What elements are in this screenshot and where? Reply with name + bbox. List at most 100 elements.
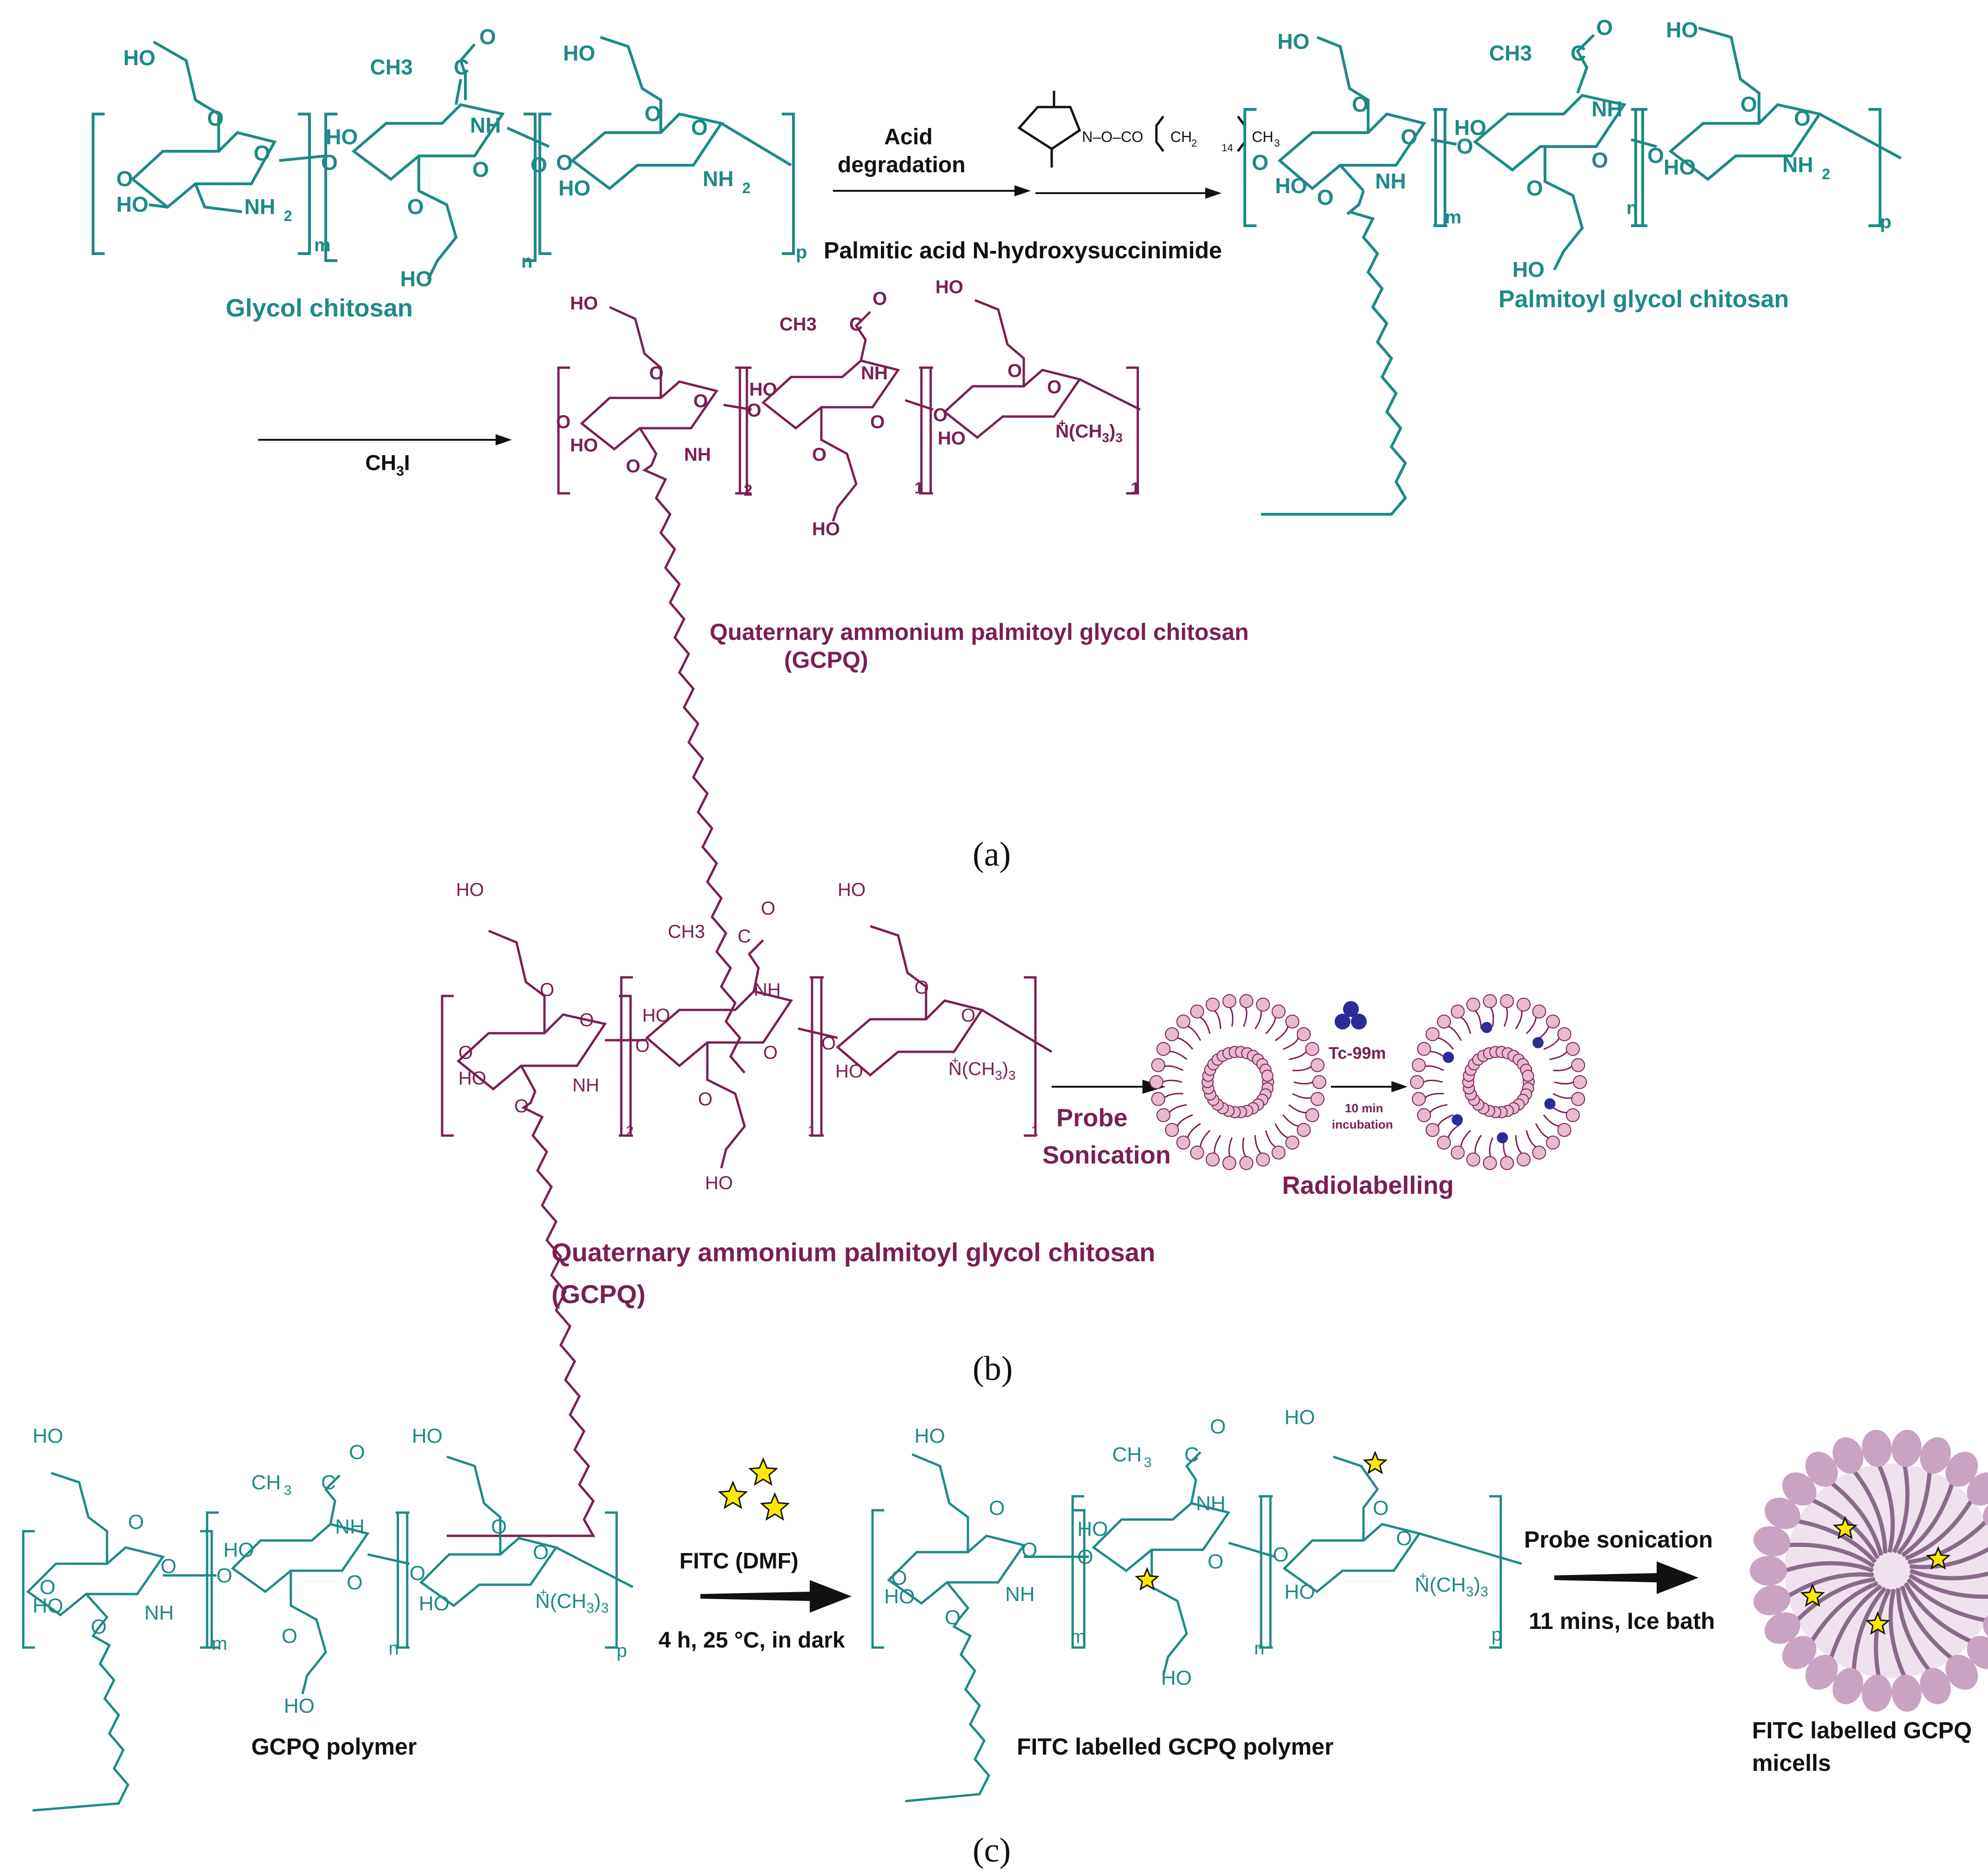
- atom-o: O: [1273, 1543, 1289, 1566]
- atom-ho: HO: [914, 1425, 945, 1447]
- fitc-star: [1135, 1567, 1160, 1591]
- lipid-head: [1305, 1042, 1319, 1056]
- atom-o: O: [693, 391, 708, 411]
- micelle-tail: [1829, 1584, 1882, 1660]
- lipid-head: [1557, 1123, 1572, 1137]
- fitc-star: [1833, 1516, 1858, 1540]
- lipid-tail: [1553, 1066, 1572, 1071]
- fitc-stars-attached: [1135, 1451, 1388, 1591]
- micelle-head: [1920, 1437, 1951, 1474]
- lipid-head: [1425, 1027, 1440, 1042]
- lipid-head: [1190, 1145, 1204, 1160]
- atom-ch3: CH: [1112, 1443, 1142, 1466]
- fitc-gcpq-atom-labels: HO O O O HO NH O m O CH 3 C O NH HO O HO…: [884, 1406, 1502, 1689]
- lipid-head: [1271, 1004, 1286, 1019]
- micelle-head: [1764, 1497, 1800, 1529]
- glycol-chitosan-label: Glycol chitosan: [226, 294, 413, 322]
- atom-ho: HO: [33, 1425, 63, 1447]
- micelle-label-line1: FITC labelled GCPQ: [1752, 1717, 1972, 1743]
- lipid-head: [1156, 1108, 1171, 1123]
- atom-o: O: [472, 157, 489, 182]
- atom-ho: HO: [1664, 155, 1696, 179]
- micelle-tail: [1787, 1572, 1874, 1598]
- atom-o: O: [40, 1576, 55, 1599]
- liposome-radiolabelled: [1410, 994, 1587, 1170]
- atom-sub: 2: [1822, 166, 1830, 182]
- lipid-tail: [1288, 1104, 1307, 1113]
- micelle-tail: [1784, 1561, 1874, 1573]
- lipid-head: [1483, 994, 1497, 1008]
- lipid-head: [1425, 1123, 1440, 1137]
- atom-o: O: [1208, 1550, 1223, 1573]
- fitc-stars: [718, 1457, 790, 1521]
- lipid-head: [1190, 1004, 1204, 1019]
- lipid-tail: [1265, 1130, 1276, 1148]
- atom-o: O: [1647, 143, 1664, 168]
- micelle-head: [1967, 1635, 1988, 1669]
- lipid-tail: [1475, 1010, 1482, 1029]
- glycol-chitosan-structure: [92, 36, 795, 280]
- atom-nh2: NH: [1782, 153, 1813, 177]
- lipid-head: [1256, 1152, 1270, 1167]
- atom-ho: HO: [812, 519, 840, 539]
- micelle-tail: [1795, 1577, 1876, 1622]
- lipid-head: [1451, 1004, 1465, 1019]
- micelle-head: [1832, 1668, 1864, 1704]
- atom-ho: HO: [570, 293, 598, 314]
- gcpq-structure-b: [441, 925, 1053, 1537]
- atom-o: O: [933, 405, 947, 425]
- atom-ho: HO: [642, 1005, 670, 1026]
- probe-label: Probe: [1056, 1104, 1128, 1132]
- micelle-tail: [1896, 1470, 1932, 1555]
- lipid-head: [1532, 1145, 1546, 1160]
- lipid-head: [1500, 994, 1514, 1008]
- lipid-head: [1156, 1042, 1171, 1056]
- arrow-head: [1014, 185, 1031, 196]
- atom-ho: HO: [412, 1425, 443, 1447]
- atom-ho: HO: [563, 41, 595, 65]
- lipid-tail: [1187, 1123, 1201, 1138]
- micelle-head: [1861, 1675, 1892, 1712]
- atom-o: O: [1401, 125, 1417, 149]
- micelle-head: [1805, 1655, 1838, 1690]
- repeat-2: 2: [626, 1123, 634, 1139]
- lipid-head: [1205, 997, 1220, 1012]
- micelle-head: [1945, 1452, 1978, 1487]
- micelle-tail: [1901, 1482, 1954, 1557]
- lipid-tail: [1525, 1130, 1537, 1148]
- arrow-head: [496, 434, 512, 445]
- lipid-tail: [1543, 1037, 1560, 1050]
- fitc-conditions: 4 h, 25 °C, in dark: [658, 1628, 845, 1653]
- micelle-tail: [1907, 1578, 1987, 1623]
- micelle-tail: [1905, 1499, 1974, 1561]
- atom-ho: HO: [123, 46, 155, 70]
- tc-99m-dots: [1335, 1001, 1367, 1029]
- tc-particle: [1443, 1051, 1454, 1063]
- lipid-head: [1417, 1108, 1431, 1123]
- gcpq-polymer-label: GCPQ polymer: [251, 1734, 417, 1760]
- lipid-tail: [1292, 1066, 1312, 1071]
- atom-c: C: [849, 314, 863, 335]
- panel-label-c: (c): [973, 1831, 1011, 1870]
- lipid-head: [1176, 1136, 1190, 1150]
- lipid-tail: [1243, 1007, 1248, 1027]
- lipid-tail: [1169, 1104, 1187, 1113]
- gcpq-structure-a: [557, 299, 1141, 1074]
- atom-ho: HO: [1284, 1581, 1315, 1603]
- atom-ch3: CH3: [779, 314, 817, 335]
- lipid-tail: [1200, 1130, 1211, 1147]
- pans-formula-part: CH: [1170, 128, 1192, 145]
- lipid-tail: [1176, 1114, 1193, 1127]
- atom-n-plus: +N(CH3)3: [948, 1054, 1015, 1083]
- lipid-tail: [1437, 1114, 1454, 1127]
- micelle-tail: [1809, 1581, 1879, 1643]
- atom-ho: HO: [749, 379, 777, 400]
- fitc-star: [748, 1457, 779, 1486]
- palmitoyl-atom-labels: HO O O O HO NH O m O CH3 C O NH HO O O H…: [1252, 15, 1891, 282]
- fitc-polymer-label: FITC labelled GCPQ polymer: [1017, 1734, 1334, 1760]
- atom-o: O: [1457, 134, 1473, 158]
- atom-o: O: [128, 1511, 144, 1534]
- sonication-conditions: 11 mins, Ice bath: [1529, 1608, 1715, 1634]
- tc-dot: [1351, 1014, 1367, 1029]
- lipid-head: [1165, 1027, 1179, 1042]
